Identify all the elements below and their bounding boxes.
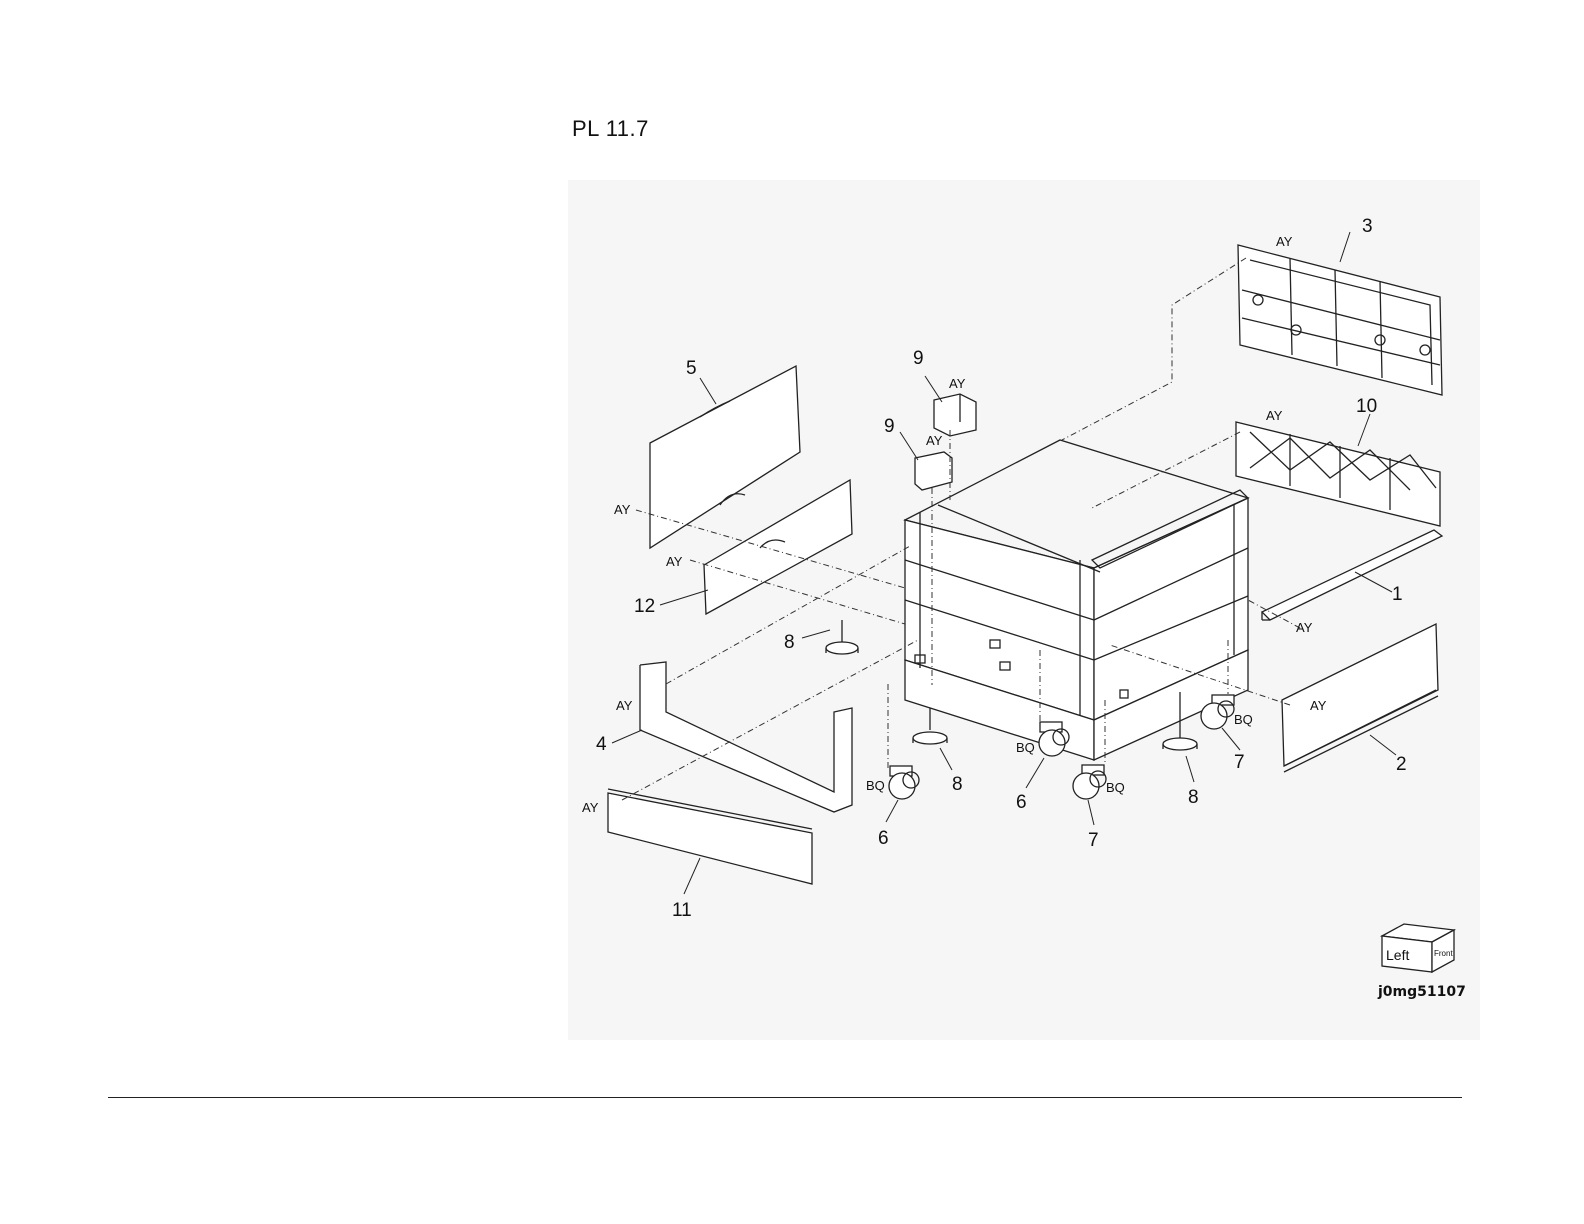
part-3-rear-upper-panel xyxy=(1238,245,1442,395)
tag-bq-7a: BQ xyxy=(1106,780,1125,795)
tag-bq-6b: BQ xyxy=(1016,740,1035,755)
part-11-lower-front-cover xyxy=(608,789,812,884)
callout-8-a: 8 xyxy=(784,632,795,653)
leader-2 xyxy=(1370,735,1396,755)
part-6-caster-a xyxy=(889,766,919,799)
tag-ay-3: AY xyxy=(1276,234,1293,249)
part-7-caster-a xyxy=(1073,765,1106,799)
main-frame xyxy=(905,440,1248,760)
callout-6-a: 6 xyxy=(878,828,889,849)
tag-bq-6a: BQ xyxy=(866,778,885,793)
leader-3 xyxy=(1340,232,1350,262)
callout-7-a: 7 xyxy=(1088,830,1099,851)
part-9-bracket-lower xyxy=(915,452,952,490)
leader-9a xyxy=(925,376,942,402)
callout-11: 11 xyxy=(672,900,692,921)
leader-9b xyxy=(900,432,918,460)
callout-7-b: 7 xyxy=(1234,752,1245,773)
tag-ay-12: AY xyxy=(666,554,683,569)
callout-8-c: 8 xyxy=(1188,787,1199,808)
image-code: j0mg51107 xyxy=(1377,984,1466,1000)
leader-8c xyxy=(1186,756,1194,782)
part-8-foot-a xyxy=(826,620,858,654)
callout-2: 2 xyxy=(1396,754,1407,775)
callout-6-b: 6 xyxy=(1016,792,1027,813)
callout-1: 1 xyxy=(1392,584,1403,605)
leader-5 xyxy=(700,378,716,404)
callout-10: 10 xyxy=(1356,396,1377,417)
tag-ay-4: AY xyxy=(616,698,633,713)
leader-7b xyxy=(1222,728,1240,750)
callout-4: 4 xyxy=(596,734,607,755)
tag-ay-2: AY xyxy=(1310,698,1327,713)
leader-12 xyxy=(660,590,708,605)
callout-8-b: 8 xyxy=(952,774,963,795)
part-5-left-upper-cover xyxy=(650,366,800,548)
leader-1 xyxy=(1355,572,1392,592)
tag-ay-9-lower: AY xyxy=(926,433,943,448)
tag-ay-11: AY xyxy=(582,800,599,815)
leader-6a xyxy=(886,800,898,822)
leader-7a xyxy=(1088,800,1094,825)
part-12-left-lower-cover xyxy=(704,480,852,614)
callout-9-lower: 9 xyxy=(884,416,895,437)
part-1-rail-bar xyxy=(1262,530,1442,620)
leader-10 xyxy=(1358,414,1370,446)
part-4-frame-bracket xyxy=(640,662,852,812)
leader-11 xyxy=(684,858,700,894)
orientation-cube: Left Front xyxy=(1382,924,1454,972)
footer-rule xyxy=(108,1097,1462,1098)
callout-12: 12 xyxy=(634,596,655,617)
callout-5: 5 xyxy=(686,358,697,379)
tag-ay-1: AY xyxy=(1296,620,1313,635)
leader-8a xyxy=(802,630,830,638)
leader-8b xyxy=(940,748,952,770)
cube-left-label: Left xyxy=(1386,947,1409,963)
cube-front-label: Front xyxy=(1434,949,1453,958)
tag-ay-10: AY xyxy=(1266,408,1283,423)
tag-bq-7b: BQ xyxy=(1234,712,1253,727)
tag-ay-5: AY xyxy=(614,502,631,517)
callout-9-upper: 9 xyxy=(913,348,924,369)
tag-ay-9-upper: AY xyxy=(949,376,966,391)
part-10-rear-lower-panel xyxy=(1236,422,1440,526)
leader-6b xyxy=(1026,758,1044,788)
callout-3: 3 xyxy=(1362,216,1373,237)
part-8-foot-b xyxy=(913,708,947,744)
part-2-front-cover xyxy=(1282,624,1438,772)
leader-4 xyxy=(612,730,642,743)
